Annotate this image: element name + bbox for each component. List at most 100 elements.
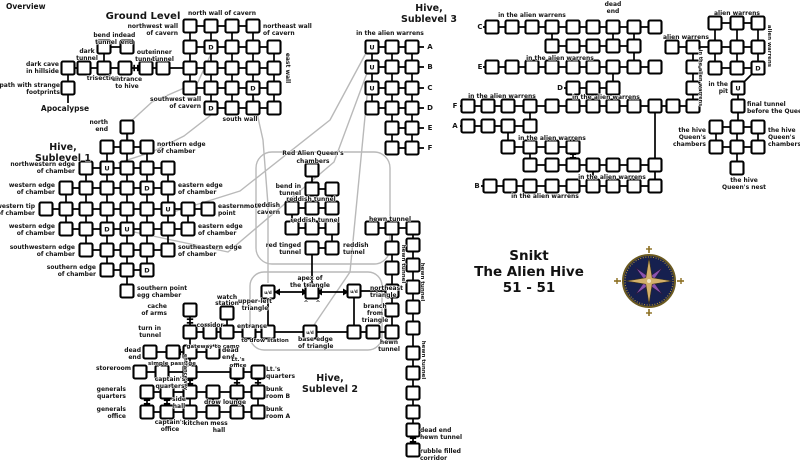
room [708, 119, 724, 135]
map-label: Sublevel 1 [35, 153, 91, 164]
room [229, 404, 245, 420]
room-exit-mark: D [144, 266, 150, 274]
room [730, 80, 746, 96]
map-label: in hillside [26, 68, 59, 75]
room [182, 302, 198, 318]
room [266, 100, 282, 116]
room-exit-mark: D [208, 43, 214, 51]
room [605, 98, 621, 114]
room [729, 15, 745, 31]
map-label: branch [363, 303, 386, 310]
room [182, 384, 198, 400]
room [364, 39, 380, 55]
room [565, 157, 581, 173]
room [404, 140, 420, 156]
map-label: hewn tunnel [369, 216, 411, 223]
room [139, 404, 155, 420]
room [219, 305, 235, 321]
map-label: apex of [297, 275, 322, 282]
level-link-line [117, 114, 212, 164]
room [99, 221, 115, 237]
room [119, 180, 135, 196]
map-label: of cavern [169, 103, 201, 110]
map-label: dead [119, 32, 136, 39]
room [203, 100, 219, 116]
room [524, 59, 540, 75]
map-label: office [230, 363, 247, 369]
room [685, 80, 701, 96]
room [205, 404, 221, 420]
room [544, 98, 560, 114]
map-label: gateway to camp [186, 344, 239, 350]
room [58, 221, 74, 237]
room [99, 139, 115, 155]
map-label: ^ [315, 300, 320, 307]
room [585, 157, 601, 173]
map-label: reddish tunnel [286, 196, 335, 203]
room [405, 220, 421, 236]
room [565, 139, 581, 155]
room [76, 60, 92, 76]
room-exit-mark: D [208, 104, 214, 112]
map-label: entrance [112, 76, 142, 83]
map-label: of triangle [298, 343, 333, 350]
map-label: turn in [138, 325, 161, 332]
map-label: inner [154, 49, 172, 56]
room [565, 98, 581, 114]
room [138, 60, 154, 76]
room [384, 59, 400, 75]
map-label: C [477, 23, 482, 31]
room [364, 80, 380, 96]
room [205, 344, 221, 360]
room-exit-mark: U [735, 84, 740, 92]
map-label: tunnel [95, 39, 117, 46]
room [384, 80, 400, 96]
room [284, 200, 300, 216]
map-label: chambers [673, 141, 706, 148]
room [405, 422, 421, 438]
room [647, 178, 663, 194]
compass-rose [614, 246, 684, 316]
room [224, 60, 240, 76]
room [405, 404, 421, 420]
room [224, 80, 240, 96]
room [160, 160, 176, 176]
room [384, 260, 400, 276]
map-label: reddish [343, 242, 369, 249]
room [522, 139, 538, 155]
room [585, 80, 601, 96]
room [522, 118, 538, 134]
room [324, 181, 340, 197]
room [304, 220, 320, 236]
room [405, 320, 421, 336]
map-label: quarters [266, 373, 295, 380]
map-label: end [128, 354, 141, 361]
room-exit-mark: u/d [350, 289, 358, 294]
room [182, 18, 198, 34]
level-link-loop [249, 271, 383, 351]
room [585, 19, 601, 35]
room [99, 180, 115, 196]
room [205, 384, 221, 400]
room [565, 59, 581, 75]
map-label: northeast wall [263, 23, 312, 30]
room [605, 178, 621, 194]
map-label: F [453, 102, 458, 110]
room [504, 19, 520, 35]
room [224, 18, 240, 34]
map-label: B [427, 63, 432, 71]
room [708, 139, 724, 155]
map-label: hewn [380, 339, 398, 346]
map-label: alien warrens [663, 34, 709, 41]
map-label: room B [266, 393, 291, 400]
room [729, 160, 745, 176]
map-label: the hive [678, 127, 706, 134]
room [626, 38, 642, 54]
map-label: red tinged [266, 242, 301, 249]
room [139, 262, 155, 278]
room [180, 221, 196, 237]
room [565, 178, 581, 194]
room [500, 118, 516, 134]
map-label: of chamber [17, 189, 55, 196]
